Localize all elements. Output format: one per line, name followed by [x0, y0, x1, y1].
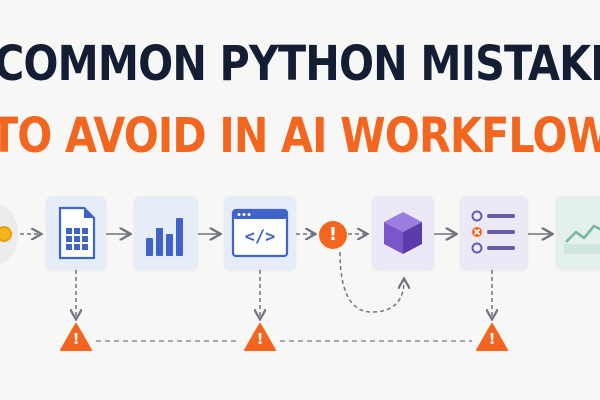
node-model — [372, 196, 434, 270]
warning-1: ! — [60, 322, 92, 352]
circle-start-icon — [0, 226, 12, 242]
code-label: </> — [244, 227, 276, 247]
warning-2: ! — [244, 322, 276, 352]
checklist-icon — [471, 210, 515, 254]
node-checklist — [460, 196, 528, 270]
warning-3-label: ! — [488, 330, 496, 348]
warning-1-label: ! — [72, 330, 80, 348]
node-start — [0, 204, 18, 264]
warning-triangle-icon — [476, 323, 508, 351]
node-code: </> — [224, 196, 296, 270]
warning-2-label: ! — [256, 330, 264, 348]
node-results — [556, 196, 600, 270]
warning-triangle-icon — [60, 323, 92, 351]
cube-icon — [384, 212, 422, 254]
warning-triangle-icon — [244, 323, 276, 351]
node-error: ! — [319, 221, 347, 249]
spreadsheet-file-icon — [58, 206, 96, 260]
exclamation-circle-icon: ! — [328, 224, 338, 245]
line-chart-icon — [564, 224, 600, 254]
title-line-2: TO AVOID IN AI WORKFLOWS — [0, 108, 600, 164]
bar-chart-icon — [146, 218, 183, 256]
node-data — [46, 196, 106, 270]
warning-3: ! — [476, 322, 508, 352]
node-analysis — [134, 196, 198, 270]
code-window-icon — [231, 208, 289, 258]
title-line-1: COMMON PYTHON MISTAKES — [0, 36, 600, 92]
